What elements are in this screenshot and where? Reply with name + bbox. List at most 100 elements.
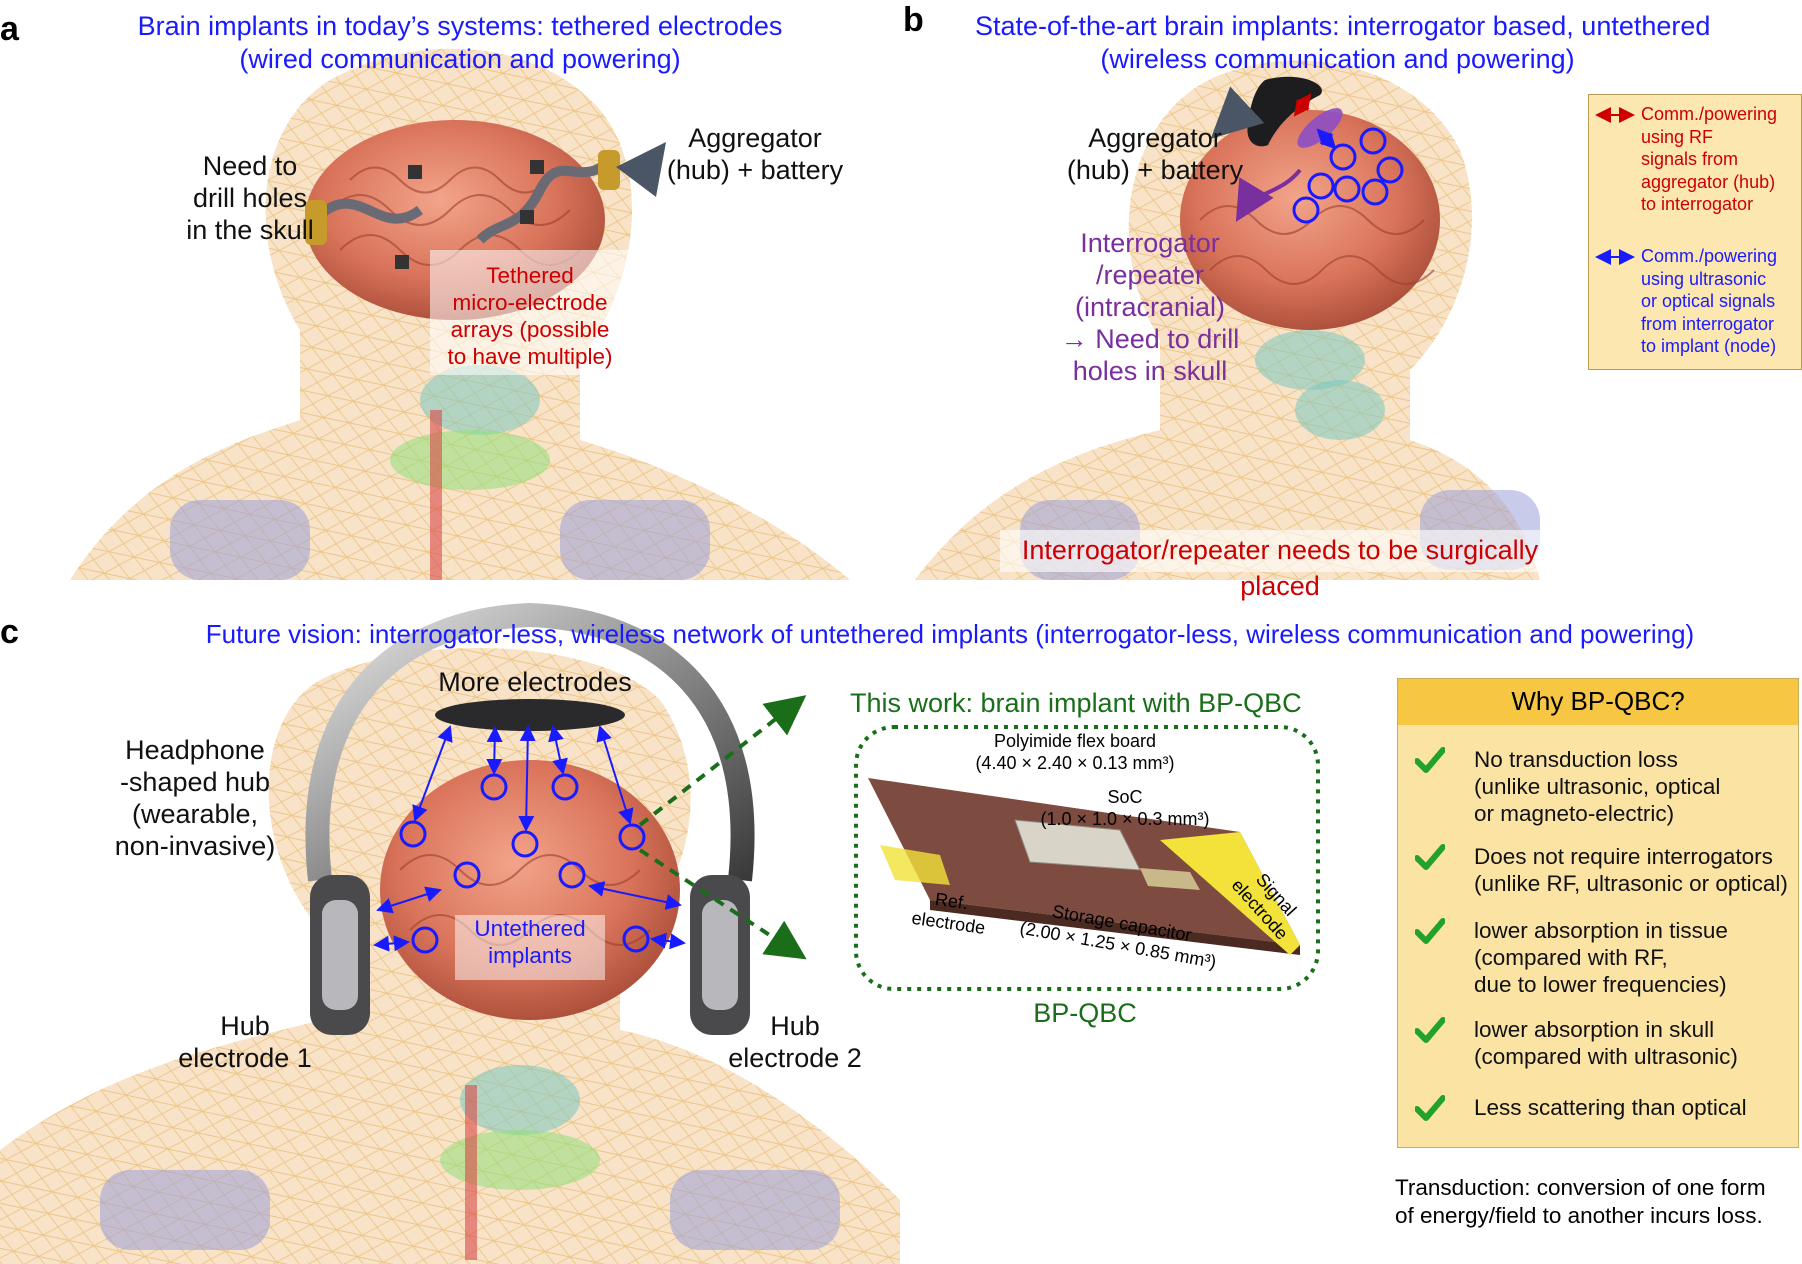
panel-b-warning: Interrogator/repeater needs to be surgic…: [1021, 535, 1539, 601]
panel-c-hub-line1: Headphone: [125, 735, 265, 765]
why-item-line: (unlike ultrasonic, optical: [1474, 774, 1721, 799]
panel-c-untethered-line1: Untethered: [474, 916, 586, 941]
legend-us-line: to implant (node): [1641, 336, 1777, 356]
panel-c-this-work: This work: brain implant with BP-QBC: [850, 688, 1302, 718]
why-item-text: lower absorption in tissue (compared wit…: [1474, 917, 1728, 998]
panel-c-untethered-label: Untethered implants: [455, 915, 605, 969]
panel-c-implant-nodes: [399, 773, 650, 954]
panel-c-hub-e1-line2: electrode 1: [178, 1043, 312, 1073]
panel-b-interrogator-line5: holes in skull: [1072, 356, 1228, 386]
chip-flex-board-line2: (4.40 × 2.40 × 0.13 mm³): [975, 753, 1175, 773]
legend-us-line: Comm./powering: [1641, 246, 1778, 266]
why-item-line: due to lower frequencies): [1474, 972, 1727, 997]
panel-c-hub-line3: (wearable,: [131, 799, 259, 829]
why-item-text: No transduction loss (unlike ultrasonic,…: [1474, 746, 1720, 827]
panel-c-title: Future vision: interrogator-less, wirele…: [205, 619, 1695, 649]
panel-a-tethered-line2: micro-electrode: [452, 290, 608, 315]
panel-a-head-illustration: [70, 48, 850, 580]
panel-b-interrogator-line1: Interrogator: [1080, 228, 1220, 258]
why-item-line: (compared with RF,: [1474, 945, 1668, 970]
panel-a-aggregator-label: Aggregator (hub) + battery: [650, 122, 860, 186]
panel-a-drill-holes-label: Need to drill holes in the skull: [160, 150, 340, 246]
panel-b-head-illustration: [915, 60, 1560, 580]
legend-rf-line: signals from: [1641, 149, 1739, 169]
why-item-line: lower absorption in skull: [1474, 1017, 1715, 1042]
why-item-line: Does not require interrogators: [1474, 844, 1773, 869]
panel-c-untethered-line2: implants: [488, 943, 572, 968]
panel-a-drill-line3: in the skull: [186, 215, 314, 245]
why-item-line: or magneto-electric): [1474, 801, 1675, 826]
panel-b-legend-ultrasonic: Comm./powering using ultrasonic or optic…: [1641, 245, 1777, 358]
panel-c-head-illustration: [0, 602, 900, 1264]
panel-a-title-line2: (wired communication and powering): [239, 44, 681, 74]
legend-us-line: using ultrasonic: [1641, 268, 1767, 289]
panel-b-interrogator: [1297, 108, 1343, 148]
panel-b-aggregator-label: Aggregator (hub) + battery: [1050, 122, 1260, 186]
legend-us-line: or optical signals: [1641, 291, 1776, 311]
legend-rf-line: Comm./powering: [1641, 104, 1778, 124]
panel-b-letter: b: [903, 1, 924, 39]
panel-c-headphone-band: [305, 602, 755, 882]
check-icon: [1415, 1017, 1445, 1043]
panel-c-hub-line2: -shaped hub: [119, 767, 271, 797]
why-item-line: Less scattering than optical: [1474, 1095, 1747, 1120]
check-icon: [1415, 747, 1445, 773]
chip-flex-board-line1: Polyimide flex board: [993, 731, 1157, 751]
panel-c-more-electrodes: More electrodes: [438, 667, 632, 697]
panel-c-brain: [380, 760, 680, 1020]
why-item-text: Less scattering than optical: [1474, 1094, 1747, 1121]
panel-c-hub-e1-line1: Hub: [220, 1011, 270, 1041]
why-item-text: Does not require interrogators (unlike R…: [1474, 843, 1788, 897]
footnote-transduction: Transduction: conversion of one form of …: [1395, 1174, 1766, 1230]
panel-c-hub-electrode-2-label: Hub electrode 2: [710, 1010, 880, 1074]
panel-b-aggregator-line1: Aggregator: [1088, 123, 1222, 153]
chip-soc-line1: SoC: [1107, 787, 1143, 807]
panel-b-title-line1: State-of-the-art brain implants: interro…: [975, 11, 1711, 41]
panel-b-legend-rf: Comm./powering using RF signals from agg…: [1641, 103, 1777, 216]
bp-qbc-device-box: [854, 725, 1320, 991]
panel-a-tethered-line1: Tethered: [486, 263, 574, 288]
legend-rf-line: to interrogator: [1641, 194, 1754, 214]
panel-a-drill-line1: Need to: [202, 151, 298, 181]
check-icon: [1415, 918, 1445, 944]
chip-flex-board-label: Polyimide flex board (4.40 × 2.40 × 0.13…: [940, 730, 1210, 774]
panel-b-interrogator-line4: → Need to drill: [1060, 324, 1240, 354]
why-item-text: lower absorption in skull (compared with…: [1474, 1016, 1738, 1070]
panel-b-title-line2: (wireless communication and powering): [1100, 44, 1575, 74]
chip-bp-qbc-label: BP-QBC: [1033, 998, 1137, 1028]
why-item-line: No transduction loss: [1474, 747, 1678, 772]
why-item-line: lower absorption in tissue: [1474, 918, 1728, 943]
panel-b-aggregator-line2: (hub) + battery: [1066, 155, 1244, 185]
panel-c-hub-label: Headphone -shaped hub (wearable, non-inv…: [100, 734, 290, 862]
legend-us-line: from interrogator: [1641, 313, 1775, 334]
legend-rf-line: using RF: [1641, 126, 1714, 147]
panel-a-right-hub-plug: [598, 150, 620, 190]
check-icon: [1415, 844, 1445, 870]
panel-b-implant-nodes: [1292, 127, 1404, 224]
panel-b-interrogator-line2: /repeater: [1095, 260, 1205, 290]
panel-c-hub-line4: non-invasive): [114, 831, 276, 861]
chip-soc-label: SoC (1.0 × 1.0 × 0.3 mm³): [1030, 786, 1220, 830]
why-bp-qbc-box: Why BP-QBC? No transduction loss (unlike…: [1397, 678, 1799, 1148]
why-item-line: (compared with ultrasonic): [1474, 1044, 1738, 1069]
panel-a-aggregator-line1: Aggregator: [688, 123, 822, 153]
panel-b-interrogator-label: Interrogator /repeater (intracranial) → …: [1050, 227, 1250, 387]
panel-b-legend-arrows: [1595, 107, 1635, 265]
panel-a-title-line1: Brain implants in today’s systems: tethe…: [137, 11, 783, 41]
panel-a-aggregator-line2: (hub) + battery: [666, 155, 844, 185]
panel-b-interrogator-line3: (intracranial): [1074, 292, 1226, 322]
check-icon: [1415, 1095, 1445, 1121]
panel-c-hub-e2-line2: electrode 2: [728, 1043, 862, 1073]
panel-a-left-hub-plug: [305, 200, 327, 245]
panel-c-letter: c: [0, 613, 19, 651]
chip-soc-line2: (1.0 × 1.0 × 0.3 mm³): [1040, 809, 1210, 829]
panel-a-tethered-line4: to have multiple): [447, 344, 613, 369]
why-bp-qbc-header: [1398, 679, 1798, 725]
panel-c-hub-electrode-1-label: Hub electrode 1: [160, 1010, 330, 1074]
why-item-line: (unlike RF, ultrasonic or optical): [1474, 871, 1788, 896]
panel-a-letter: a: [0, 10, 19, 48]
panel-b-title: State-of-the-art brain implants: interro…: [975, 10, 1711, 76]
footnote-line2: of energy/field to another incurs loss.: [1395, 1203, 1763, 1228]
why-bp-qbc-title: Why BP-QBC?: [1511, 686, 1685, 716]
